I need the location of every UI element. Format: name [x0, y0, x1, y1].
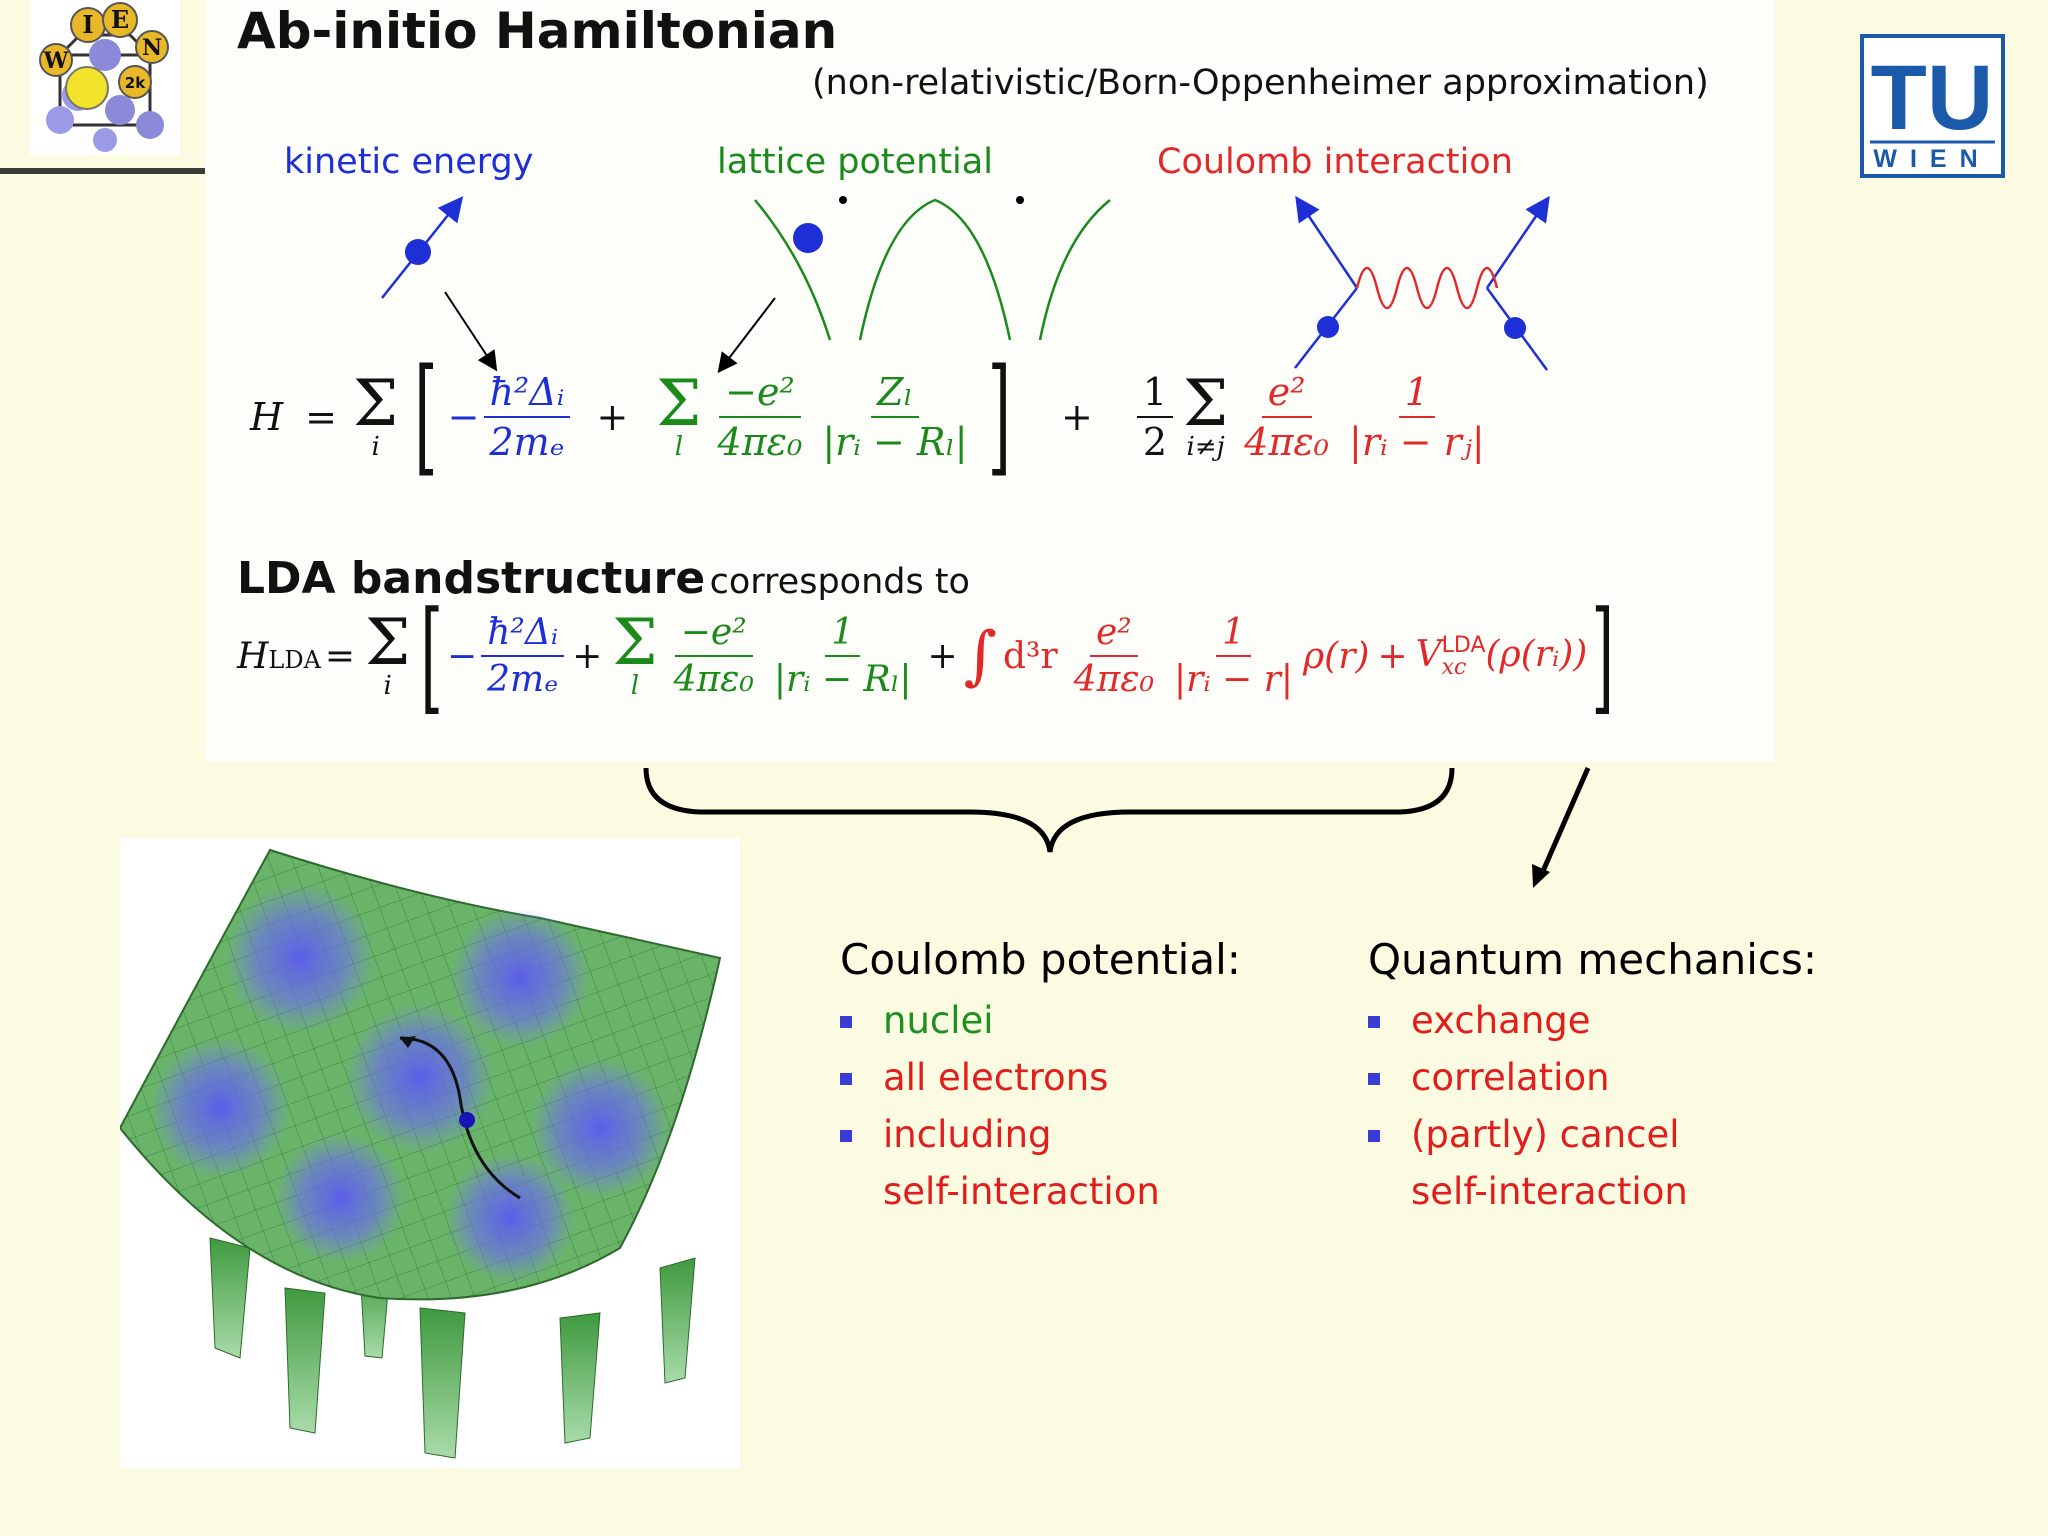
bullet-icon — [1368, 1073, 1380, 1085]
potential-surface-image — [120, 838, 740, 1468]
quantum-mechanics-heading: Quantum mechanics: — [1368, 935, 1817, 984]
lda-suffix: corresponds to — [710, 562, 970, 602]
eq2-left-bracket: [ — [420, 585, 443, 728]
logo-letter-n: N — [142, 35, 162, 61]
slide-title: Ab-initio Hamiltonian — [237, 2, 837, 60]
list-item: correlation — [1368, 1049, 1817, 1106]
bullet-icon — [840, 1130, 852, 1142]
eq2-plus-3: + — [1377, 636, 1407, 677]
list-item: all electrons — [840, 1049, 1241, 1106]
eq2-lhs: HLDA — [237, 636, 321, 677]
header-divider — [0, 168, 205, 174]
lattice-potential-label: lattice potential — [717, 142, 993, 182]
logo-2k: 2k — [125, 74, 146, 92]
eq2-hartree-fraction-2: 1|rᵢ − r| — [1168, 612, 1299, 700]
eq1-equals: = — [305, 395, 337, 439]
tu-wien-logo: TU WIEN — [1860, 34, 2005, 178]
list-item: exchange — [1368, 992, 1817, 1049]
logo-letter-w: W — [43, 48, 69, 74]
eq1-lhs: H — [250, 395, 283, 439]
logo-letter-e: E — [111, 5, 129, 34]
eq1-plus-1: + — [596, 395, 628, 439]
kinetic-electron-sketch — [382, 200, 495, 368]
eq1-coulomb-fraction-2: 1|rᵢ − rⱼ| — [1343, 370, 1491, 464]
eq2-rho: ρ(r) — [1303, 636, 1369, 677]
eq2-lattice-fraction-2: 1|rᵢ − Rₗ| — [768, 612, 918, 700]
brace-and-arrow — [640, 760, 1600, 895]
eq2-plus-1: + — [572, 636, 602, 677]
eq2-d3r: d³r — [1003, 636, 1058, 677]
kinetic-energy-label: kinetic energy — [284, 142, 533, 182]
eq2-equals: = — [325, 636, 355, 677]
eq1-lattice-fraction-2: Zₗ|rᵢ − Rₗ| — [816, 370, 973, 464]
wien-logo-text: WIEN — [1873, 145, 1990, 173]
wien2k-logo: I E W N 2k — [30, 0, 180, 155]
lda-heading: LDA bandstructure corresponds to — [237, 553, 970, 604]
eq2-right-bracket: ] — [1591, 585, 1614, 728]
bullet-icon — [1368, 1016, 1380, 1028]
curly-brace — [646, 768, 1452, 852]
coulomb-potential-column: Coulomb potential: nuclei all electrons … — [840, 935, 1241, 1220]
bullet-icon — [1368, 1130, 1380, 1142]
lda-title: LDA bandstructure — [237, 553, 705, 604]
lattice-potential-sketch — [755, 200, 1110, 340]
bullet-icon — [840, 1016, 852, 1028]
eq1-plus-2: + — [1061, 395, 1093, 439]
bullet-icon — [840, 1073, 852, 1085]
quantum-mechanics-column: Quantum mechanics: exchange correlation … — [1368, 935, 1817, 1220]
eq2-minus: − — [447, 636, 477, 677]
logo-letter-i: I — [82, 10, 93, 39]
xc-arrow — [1540, 768, 1588, 878]
tu-logo-text: TU — [1871, 47, 1994, 149]
list-item: nuclei — [840, 992, 1241, 1049]
eq1-right-bracket: ] — [988, 344, 1011, 491]
coulomb-potential-heading: Coulomb potential: — [840, 935, 1241, 984]
eq2-plus-2: + — [928, 636, 958, 677]
eq1-left-bracket: [ — [414, 344, 437, 491]
eq1-minus: − — [448, 395, 480, 439]
slide-subtitle: (non-relativistic/Born-Oppenheimer appro… — [812, 63, 1709, 103]
coulomb-interaction-sketch — [1295, 200, 1547, 370]
coulomb-interaction-label: Coulomb interaction — [1157, 142, 1513, 182]
eq2-integral: ∫ — [964, 619, 997, 693]
